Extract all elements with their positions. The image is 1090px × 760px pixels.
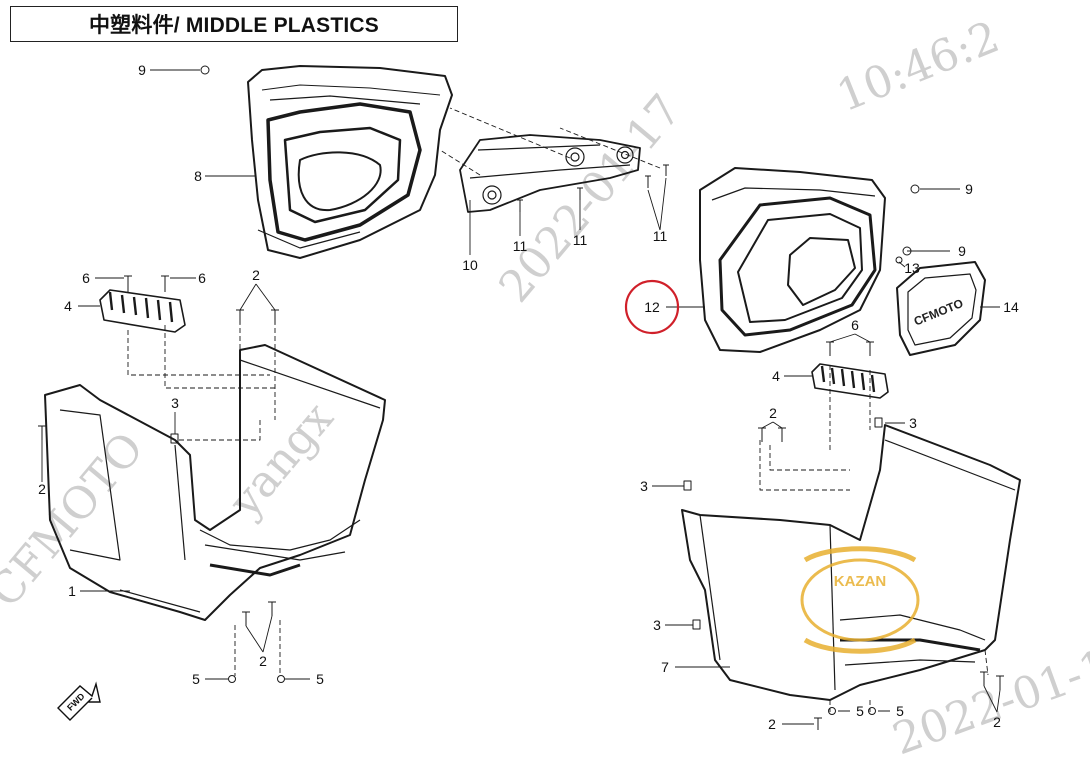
callout-5: 5 [192,671,200,687]
fasteners [38,65,1004,730]
rivet-2-f [758,427,766,442]
clip-3-d [874,417,883,428]
callout-3: 3 [653,617,661,633]
callout-6: 6 [82,270,90,286]
diagram-title: 中塑料件/ MIDDLE PLASTICS [10,6,458,42]
watermark-brand: CFMOTO [0,423,154,617]
watermark-date-fragment: 2022-01-1 [886,640,1090,760]
screw-6-c [826,341,834,356]
screw-11-c [645,175,651,188]
callout-3: 3 [640,478,648,494]
rivet-2-h [814,717,822,730]
screw-11-a [517,199,523,212]
callout-14: 14 [1003,299,1019,315]
callout-12: 12 [644,299,660,315]
callout-3: 3 [171,395,179,411]
emblem-cfmoto-text: CFMOTO [912,296,965,328]
callout-4: 4 [64,298,72,314]
part-4-footrest-left [99,289,186,333]
callout-3: 3 [909,415,917,431]
rivet-2-a [236,309,244,324]
nut-5-d [868,707,876,715]
watermark-user: yangx [219,393,344,528]
clip-3-a [170,433,179,444]
fastener-9-right [910,184,920,194]
leader-lines-dashed [127,107,989,712]
screw-6-d [866,341,874,356]
callout-10: 10 [462,257,478,273]
shop-logo-watermark: KAZAN [800,546,920,654]
part-4-footrest-right [811,363,889,399]
callout-13: 13 [904,260,920,276]
callout-2: 2 [769,405,777,421]
clip-3-b [683,480,692,491]
callout-2: 2 [259,653,267,669]
part-8-inner-liner [247,65,453,259]
callout-1: 1 [68,583,76,599]
rivet-2-j [996,675,1004,690]
fastener-9-top [200,65,210,75]
callout-6: 6 [851,317,859,333]
rivet-2-e [268,601,276,616]
watermark-time: 10:46:2 [830,11,1006,122]
callout-2: 2 [38,481,46,497]
screw-6-a [124,275,132,292]
shop-logo-text: KAZAN [834,573,887,590]
part-7-right-footwell [681,424,1021,701]
rivet-2-g [778,427,786,442]
highlight-circle [624,279,680,335]
callout-2: 2 [252,267,260,283]
part-1-left-footwell [44,344,386,621]
callout-9: 9 [965,181,973,197]
screw-11-d [663,164,669,176]
nut-5-a [228,675,236,683]
part-12-side-panel [699,167,886,353]
fastener-13 [895,256,903,264]
screw-11-b [577,187,583,200]
callout-8: 8 [194,168,202,184]
callout-2: 2 [993,714,1001,730]
callout-11: 11 [573,232,588,248]
clip-3-c [692,619,701,630]
callout-7: 7 [661,659,669,675]
rivet-2-c [38,425,46,440]
callout-4: 4 [772,368,780,384]
callout-9: 9 [958,243,966,259]
callout-5: 5 [856,703,864,719]
part-14-emblem-cover [896,261,986,356]
watermark: 10:46:2 2022-01-17 yangx CFMOTO 2022-01-… [0,11,1090,760]
nut-5-b [277,675,285,683]
callout-9: 9 [138,62,146,78]
rivet-2-d [242,611,250,626]
screw-6-b [161,275,169,292]
nut-5-c [828,707,836,715]
callout-11: 11 [513,238,528,254]
callout-6: 6 [198,270,206,286]
callout-labels: 9 8 10 11 11 11 9 9 13 12 14 6 6 4 2 3 2… [38,62,1019,732]
fwd-arrow-icon: FWD [57,681,101,721]
rivet-2-b [271,309,279,324]
callout-leaders [41,69,1001,725]
rivet-2-i [980,671,988,686]
callout-2: 2 [768,716,776,732]
callout-5: 5 [896,703,904,719]
part-10-bracket [459,134,641,213]
callout-11: 11 [653,228,668,244]
callout-5: 5 [316,671,324,687]
